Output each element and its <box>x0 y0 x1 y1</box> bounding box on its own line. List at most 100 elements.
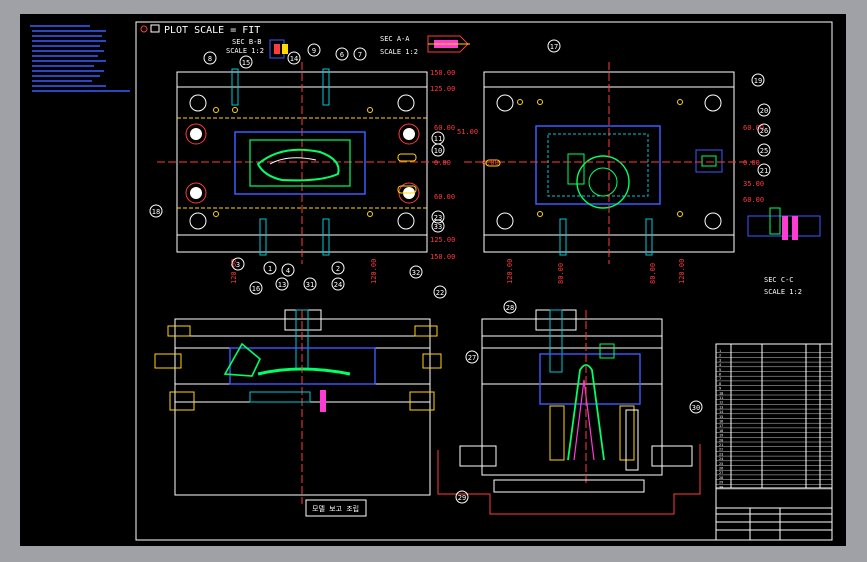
bom-row-number: 29 <box>719 481 723 485</box>
bom-row-number: 17 <box>719 424 723 428</box>
balloon-30: 30 <box>689 400 703 414</box>
bom-row-number: 3 <box>719 358 721 362</box>
sheet-border <box>135 21 833 541</box>
bom-row-number: 15 <box>719 415 723 419</box>
plot-scale-text: PLOT SCALE = FIT <box>164 25 260 36</box>
balloon-label: 9 <box>312 47 316 55</box>
balloon-label: 11 <box>434 135 442 143</box>
balloon-27: 27 <box>465 350 479 364</box>
dim-150-bot: 150.00 <box>430 253 455 261</box>
balloon-26: 26 <box>757 123 771 137</box>
balloon-6: 6 <box>335 47 349 61</box>
dim-r-120: 120.00 <box>506 259 514 284</box>
balloon-25: 25 <box>757 143 771 157</box>
balloon-label: 3 <box>236 261 240 269</box>
balloon-32: 32 <box>409 265 423 279</box>
sec-cc: SEC C-C <box>764 276 794 284</box>
plan-view-left <box>157 62 447 264</box>
bom-row-number: 21 <box>719 443 723 447</box>
balloon-29: 29 <box>455 490 469 504</box>
bom-row-number: 19 <box>719 434 723 438</box>
balloon-8: 8 <box>203 51 217 65</box>
note-box: 모델 보고 조립 <box>305 499 367 517</box>
sec-bb-scale: SCALE 1:2 <box>226 47 264 55</box>
balloon-1: 1 <box>263 261 277 275</box>
dim-125-top: 125.00 <box>430 85 455 93</box>
notes-block <box>30 25 130 92</box>
dim-60-top: 60.00 <box>434 124 455 132</box>
balloon-label: 8 <box>208 55 212 63</box>
balloon-17: 17 <box>547 39 561 53</box>
front-section-left <box>154 309 442 504</box>
bom-row-number: 26 <box>719 467 723 471</box>
balloon-15: 15 <box>239 55 253 69</box>
balloon-label: 16 <box>252 285 260 293</box>
sec-aa-scale: SCALE 1:2 <box>380 48 418 56</box>
balloon-label: 29 <box>458 494 466 502</box>
bom-row-number: 20 <box>719 438 723 442</box>
balloon-label: 21 <box>760 167 768 175</box>
balloon-13: 13 <box>275 277 289 291</box>
bom-row-number: 13 <box>719 405 723 409</box>
dim-r-60: 60.00 <box>743 124 764 132</box>
balloon-23: 23 <box>431 210 445 224</box>
dim-r-80: 80.00 <box>557 263 565 284</box>
balloon-label: 26 <box>760 127 768 135</box>
sec-bb: SEC B-B <box>232 38 262 46</box>
balloon-label: 20 <box>760 107 768 115</box>
balloon-10: 10 <box>431 143 445 157</box>
balloon-label: 18 <box>152 208 160 216</box>
balloon-7: 7 <box>353 47 367 61</box>
bom-row-number: 22 <box>719 448 723 452</box>
section-labels: SEC B-B SCALE 1:2 SEC A-A SCALE 1:2 SEC … <box>226 35 802 296</box>
balloon-label: 1 <box>268 265 272 273</box>
dims-plan-left: 150.00 125.00 60.00 0.00 60.00 125.00 15… <box>230 69 455 284</box>
dim-r-80b: 80.00 <box>649 263 657 284</box>
plan-view-right <box>464 62 754 264</box>
balloon-label: 23 <box>434 214 442 222</box>
balloon-label: 30 <box>692 404 700 412</box>
dim-120-left: 120.00 <box>230 259 238 284</box>
balloon-label: 25 <box>760 147 768 155</box>
balloon-18: 18 <box>149 204 163 218</box>
dim-r-120b: 120.00 <box>678 259 686 284</box>
balloon-2: 2 <box>331 261 345 275</box>
balloon-label: 14 <box>290 55 298 63</box>
balloon-label: 13 <box>278 281 286 289</box>
drawing-canvas[interactable]: PLOT SCALE = FIT <box>20 14 846 546</box>
balloon-label: 22 <box>436 289 444 297</box>
bom-row-number: 28 <box>719 476 723 480</box>
bom-row-number: 2 <box>719 354 721 358</box>
bom-row-number: 24 <box>719 457 723 461</box>
bom-row-number: 16 <box>719 420 723 424</box>
balloon-label: 6 <box>340 51 344 59</box>
dim-150-top: 150.00 <box>430 69 455 77</box>
dim-r-0-left: 0.00 <box>482 159 499 167</box>
bom-row-number: 9 <box>719 387 721 391</box>
balloon-24: 24 <box>331 277 345 291</box>
balloon-21: 21 <box>757 163 771 177</box>
section-aa-sketch <box>427 35 470 53</box>
balloon-4: 4 <box>281 263 295 277</box>
bom-row-number: 30 <box>719 485 723 489</box>
bom-row-number: 23 <box>719 452 723 456</box>
note-text: 모델 보고 조립 <box>312 505 359 513</box>
dims-plan-right: 60.00 51.00 0.00 0.00 35.00 60.00 120.00… <box>457 124 764 284</box>
sec-aa: SEC A-A <box>380 35 410 43</box>
bom-row-number: 1 <box>719 349 721 353</box>
bom-row-number: 8 <box>719 382 721 386</box>
balloon-label: 10 <box>434 147 442 155</box>
balloon-28: 28 <box>503 300 517 314</box>
dim-125-bot: 125.00 <box>430 236 455 244</box>
dim-r-35: 35.00 <box>743 180 764 188</box>
bom-row-number: 25 <box>719 462 723 466</box>
balloon-11: 11 <box>431 131 445 145</box>
balloon-label: 7 <box>358 51 362 59</box>
bom-rows: 1234567891011121314151617181920212223242… <box>716 349 832 489</box>
balloon-label: 2 <box>336 265 340 273</box>
plot-scale-label: PLOT SCALE = FIT <box>140 24 260 36</box>
balloon-label: 32 <box>412 269 420 277</box>
sec-cc-scale: SCALE 1:2 <box>764 288 802 296</box>
